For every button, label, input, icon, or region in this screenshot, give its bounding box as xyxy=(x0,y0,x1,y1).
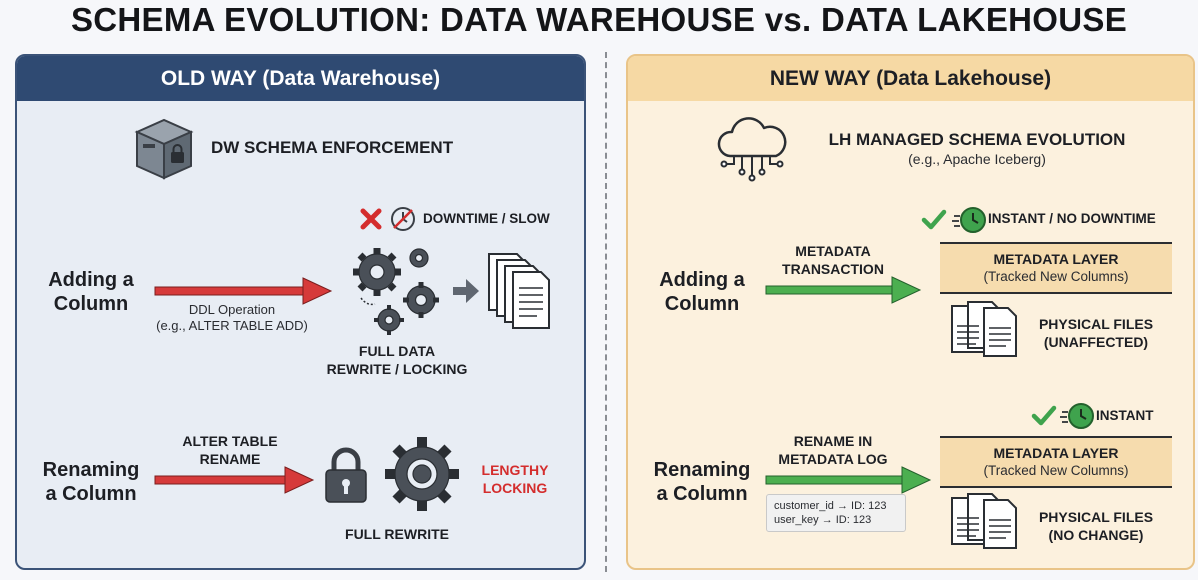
check-mark-icon-2 xyxy=(1031,405,1057,426)
padlock-icon xyxy=(325,447,367,503)
lh-section-title: LH MANAGED SCHEMA EVOLUTION xyxy=(828,130,1126,149)
dw-add-label: Adding a Column xyxy=(48,269,134,315)
dw-section-title: DW SCHEMA ENFORCEMENT xyxy=(211,138,454,157)
full-rewrite-label: FULL REWRITE xyxy=(345,526,449,542)
rename-in-metadata-log-label: RENAME IN METADATA LOG xyxy=(778,433,888,467)
page-title: SCHEMA EVOLUTION: DATA WAREHOUSE vs. DAT… xyxy=(70,1,1128,38)
instant-no-downtime-label: INSTANT / NO DOWNTIME xyxy=(988,211,1156,226)
files-stack-icon xyxy=(951,301,1017,357)
slow-clock-icon xyxy=(391,207,415,231)
check-mark-icon xyxy=(921,209,947,230)
alter-table-rename-label: ALTER TABLE RENAME xyxy=(182,433,278,467)
metadata-layer-add: METADATA LAYER (Tracked New Columns) xyxy=(940,242,1172,294)
downtime-label: DOWNTIME / SLOW xyxy=(423,211,550,226)
files-stack-icon-2 xyxy=(951,493,1017,549)
panel-divider xyxy=(605,52,607,572)
lh-rename-label: Renaming a Column xyxy=(653,459,751,505)
new-way-header: NEW WAY (Data Lakehouse) xyxy=(628,56,1193,101)
physical-files-no-change-label: PHYSICAL FILES (NO CHANGE) xyxy=(1038,509,1154,543)
green-arrow-rename xyxy=(765,466,932,494)
full-data-rewrite-label: FULL DATA REWRITE / LOCKING xyxy=(326,343,468,377)
ddl-operation-label: DDL Operation (e.g., ALTER TABLE ADD) xyxy=(156,302,308,333)
dw-rename-label: Renaming a Column xyxy=(42,459,140,505)
new-way-panel: NEW WAY (Data Lakehouse) LH MANAGED SCHE… xyxy=(626,54,1195,570)
metadata-log-box: customer_id → ID: 123 user_key → ID: 123 xyxy=(766,494,906,532)
fast-clock-icon-2 xyxy=(1060,403,1094,429)
old-way-header: OLD WAY (Data Warehouse) xyxy=(17,56,584,101)
vault-lock-icon xyxy=(134,118,194,180)
red-arrow-ddl xyxy=(154,277,333,305)
cloud-network-icon xyxy=(717,117,787,182)
big-gear-icon xyxy=(385,437,459,511)
gray-arrow-icon xyxy=(453,279,479,303)
physical-files-unaffected-label: PHYSICAL FILES (UNAFFECTED) xyxy=(1038,316,1154,350)
gears-icon xyxy=(353,248,439,335)
fast-clock-icon xyxy=(952,207,986,233)
lengthy-locking-label: LENGTHY LOCKING xyxy=(481,462,549,496)
old-way-panel: OLD WAY (Data Warehouse) DW SCHEMA ENFOR… xyxy=(15,54,586,570)
metadata-transaction-label: METADATA TRANSACTION xyxy=(782,243,884,277)
lh-add-label: Adding a Column xyxy=(659,269,745,315)
green-arrow-add xyxy=(765,276,922,304)
metadata-layer-rename: METADATA LAYER (Tracked New Columns) xyxy=(940,436,1172,488)
lh-section-subtitle: (e.g., Apache Iceberg) xyxy=(908,151,1046,167)
document-stack-icon xyxy=(488,253,550,329)
red-arrow-rename xyxy=(154,466,315,494)
x-mark-icon xyxy=(360,208,382,230)
instant-label: INSTANT xyxy=(1096,408,1154,423)
